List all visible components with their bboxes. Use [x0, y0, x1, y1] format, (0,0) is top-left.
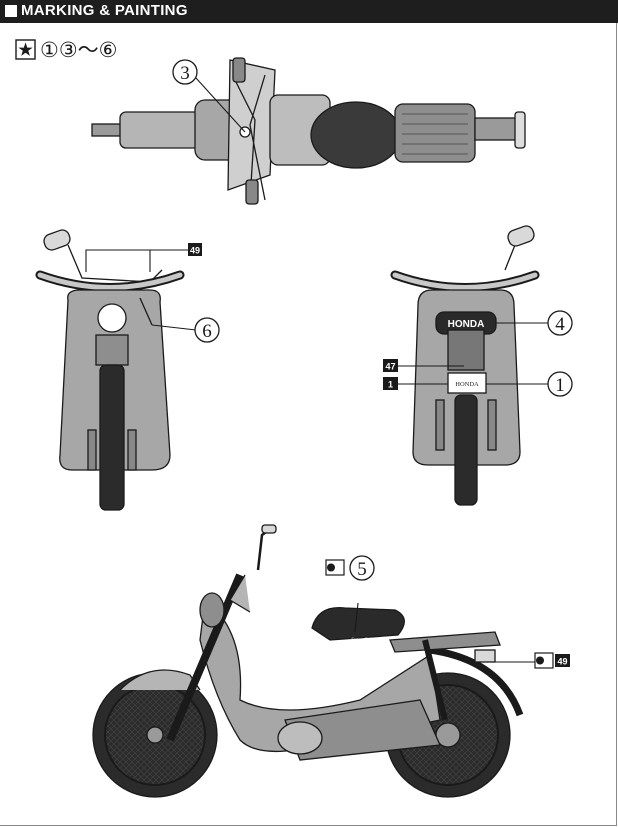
ref-number: 49 [190, 246, 200, 256]
side-rear-fender [429, 646, 524, 717]
side-seat [311, 607, 405, 641]
section-header: MARKING & PAINTING [0, 0, 618, 23]
ref-number: 47 [385, 362, 395, 372]
rear-tire [454, 394, 478, 506]
legend-items: ①③～⑥ [40, 38, 117, 62]
top-leg-shield [227, 59, 276, 191]
callout-number: 4 [555, 314, 565, 335]
rear-mirror-stalk [504, 244, 516, 271]
side-front-fork [166, 573, 244, 742]
side-leader-5 [354, 602, 359, 633]
ref-box [383, 377, 398, 390]
callout-circle [194, 317, 220, 343]
side-engine [277, 721, 323, 755]
top-seat [310, 101, 402, 169]
top-rear-carrier [394, 103, 476, 163]
star-icon: ★ [18, 42, 33, 59]
front-mirror [43, 229, 71, 251]
rear-license-plate [447, 372, 487, 394]
callout-number: 6 [202, 321, 212, 342]
side-front-hub [146, 726, 164, 744]
ref-number: 1 [388, 380, 393, 390]
rear-callout-4: 4 [547, 310, 573, 336]
rear-plate-text: HONDA [448, 319, 485, 330]
rear-frame [447, 329, 485, 371]
side-view [92, 524, 535, 798]
front-leader-6 [151, 324, 197, 331]
top-carrier-rails [402, 113, 468, 155]
rear-license-text: HONDA [455, 381, 479, 388]
rear-ref-1: 1 [383, 377, 398, 390]
top-rear-fender [474, 117, 521, 141]
ref-number: 49 [557, 657, 567, 667]
rear-shock-left [435, 399, 445, 451]
side-callout-5: 5 [325, 555, 375, 581]
ref-box [188, 243, 202, 256]
front-callout-6: 6 [194, 317, 220, 343]
top-grip-left [232, 57, 246, 83]
top-handlebar [234, 74, 266, 201]
front-view [35, 229, 197, 511]
callout-circle [172, 59, 198, 85]
top-callout-3: 3 [172, 59, 198, 85]
front-headlight [97, 303, 127, 333]
page-frame [0, 23, 617, 826]
front-fork-right [127, 429, 137, 471]
front-fork-left [87, 429, 97, 471]
side-tail-light [474, 649, 496, 663]
callout-number: 3 [180, 63, 190, 84]
section-title: MARKING & PAINTING [21, 2, 188, 19]
star-box [15, 39, 36, 60]
front-ref-49: 49 [188, 243, 202, 256]
front-emblem [139, 297, 153, 326]
side-seat-text: Super Cub [351, 638, 373, 643]
top-leader-3 [195, 77, 246, 133]
top-tail-light [514, 111, 526, 149]
header-square-icon [5, 5, 17, 17]
side-rear-shock [422, 639, 448, 721]
front-tire [99, 364, 125, 511]
paint-dot-icon [536, 656, 544, 665]
front-mirror-stalks [67, 244, 163, 283]
rear-ref-47: 47 [383, 359, 398, 372]
callout-circle [547, 371, 573, 397]
side-handlebar-mount [229, 574, 251, 613]
callout-circle [547, 310, 573, 336]
front-fork-top [95, 334, 129, 366]
ref-box [555, 654, 570, 667]
ref-box [383, 359, 398, 372]
rear-shock-right [487, 399, 497, 451]
callout-circle [349, 555, 375, 581]
callout-number: 1 [555, 375, 565, 396]
rear-handlebar-inner [392, 272, 538, 290]
side-mirror-stalk [256, 526, 273, 571]
top-view [91, 57, 526, 205]
callout-number: 5 [357, 559, 367, 580]
front-leader-49 [85, 249, 188, 272]
top-grip-right [245, 179, 259, 205]
side-front-fender [119, 669, 201, 691]
legend-row: ★ ①③～⑥ [15, 38, 117, 62]
paint-dot-icon [327, 563, 335, 572]
rear-mirror [507, 225, 535, 247]
rear-view [390, 225, 548, 506]
side-carrier [389, 631, 501, 653]
side-mirror [261, 524, 277, 534]
side-ref-49: 49 [534, 652, 570, 669]
side-headlight [199, 592, 225, 628]
front-handlebar-inner [37, 272, 183, 290]
rear-callout-1: 1 [547, 371, 573, 397]
